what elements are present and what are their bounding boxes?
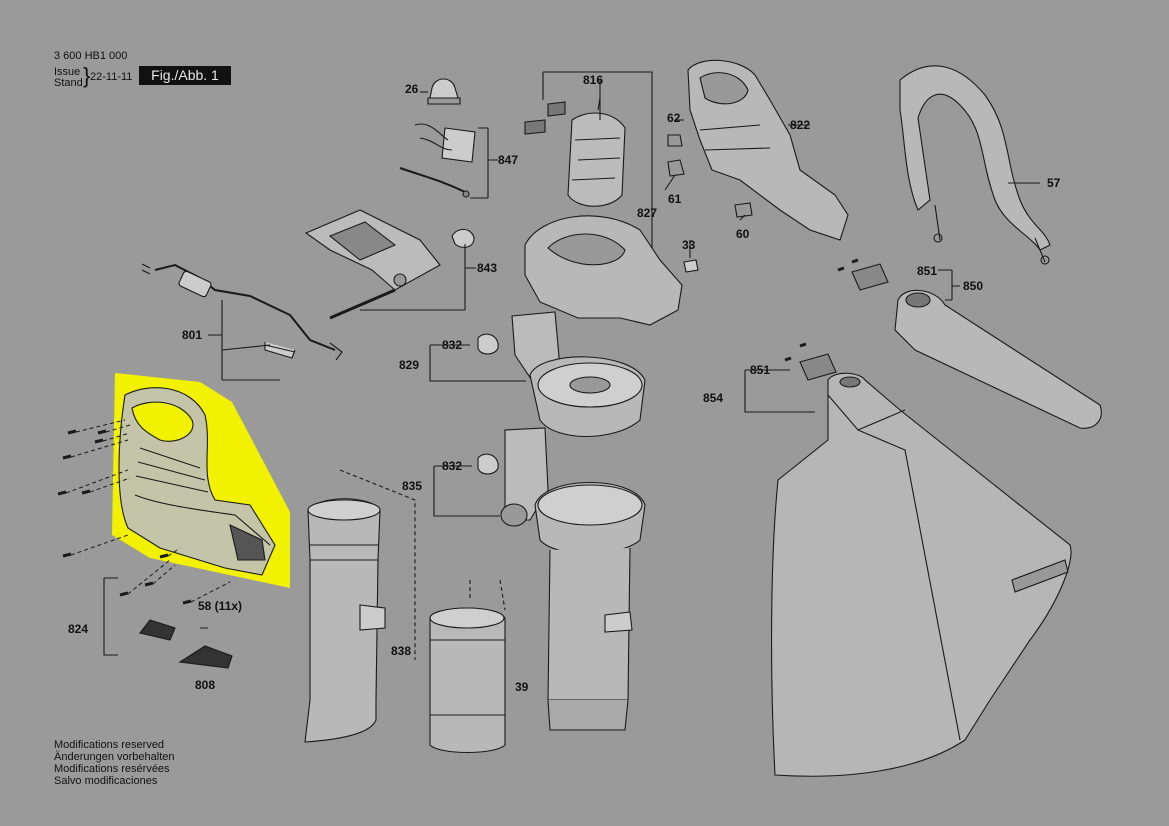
screws-58[interactable] <box>57 419 231 605</box>
part-61[interactable] <box>667 159 685 177</box>
motor-816[interactable] <box>524 97 626 207</box>
label-57: 57 <box>1047 176 1061 190</box>
label-plate-upper[interactable] <box>139 619 176 641</box>
label-62: 62 <box>667 111 681 125</box>
strap-57[interactable] <box>899 65 1051 265</box>
notice-line: Modifications resérvées <box>54 763 170 775</box>
label-808: 808 <box>195 678 215 692</box>
label-835: 835 <box>402 479 422 493</box>
label-832-upper: 832 <box>442 338 462 352</box>
collection-bag-854[interactable] <box>771 372 1072 777</box>
figure-label: Fig./Abb. 1 <box>139 66 231 85</box>
label-822: 822 <box>790 118 810 132</box>
part-60[interactable] <box>734 202 753 218</box>
nozzle-829[interactable] <box>511 311 646 437</box>
label-824: 824 <box>68 622 88 636</box>
housing-half-highlight[interactable] <box>112 373 290 588</box>
clip-851-upper[interactable] <box>837 258 889 291</box>
label-832-lower: 832 <box>442 459 462 473</box>
label-58: 58 (11x) <box>198 599 242 613</box>
label-847: 847 <box>498 153 518 167</box>
housing-half-822[interactable] <box>687 59 849 241</box>
knob-26[interactable] <box>427 78 461 105</box>
document-number: 3 600 HB1 000 <box>54 50 128 62</box>
label-854: 854 <box>703 391 723 405</box>
issue-label: Issue <box>54 66 81 78</box>
label-816: 816 <box>583 73 603 87</box>
label-843: 843 <box>477 261 497 275</box>
fan-housing-827[interactable] <box>524 215 683 326</box>
part-33[interactable] <box>683 259 699 273</box>
tube-838[interactable] <box>304 498 386 743</box>
stand-label: Stand <box>54 77 83 89</box>
mains-cable-801[interactable] <box>141 263 343 361</box>
part-832-lower[interactable] <box>477 453 499 475</box>
tube-850[interactable] <box>894 289 1102 429</box>
brace-glyph: } <box>83 63 91 88</box>
label-829: 829 <box>399 358 419 372</box>
notice-line: Änderungen vorbehalten <box>54 751 175 763</box>
notice-line: Modifications reserved <box>54 739 165 751</box>
label-61: 61 <box>668 192 682 206</box>
label-827: 827 <box>637 206 657 220</box>
label-838: 838 <box>391 644 411 658</box>
label-850: 850 <box>963 279 983 293</box>
notice-line: Salvo modificaciones <box>54 775 158 787</box>
label-60: 60 <box>736 227 750 241</box>
tube-39[interactable] <box>429 607 506 754</box>
handle-843[interactable] <box>304 209 475 320</box>
issue-date: 22-11-11 <box>90 71 133 83</box>
switch-847[interactable] <box>399 123 476 198</box>
label-33: 33 <box>682 238 696 252</box>
label-851-lower: 851 <box>750 363 770 377</box>
modifications-notice: Modifications reserved Änderungen vorbeh… <box>54 739 174 787</box>
part-62[interactable] <box>667 134 683 147</box>
tube-835[interactable] <box>500 427 646 731</box>
label-26: 26 <box>405 82 419 96</box>
label-39: 39 <box>515 680 529 694</box>
label-851-upper: 851 <box>917 264 937 278</box>
clip-851-lower[interactable] <box>784 342 837 381</box>
label-801: 801 <box>182 328 202 342</box>
part-832-upper[interactable] <box>477 333 499 355</box>
label-plate-808[interactable] <box>178 645 233 669</box>
